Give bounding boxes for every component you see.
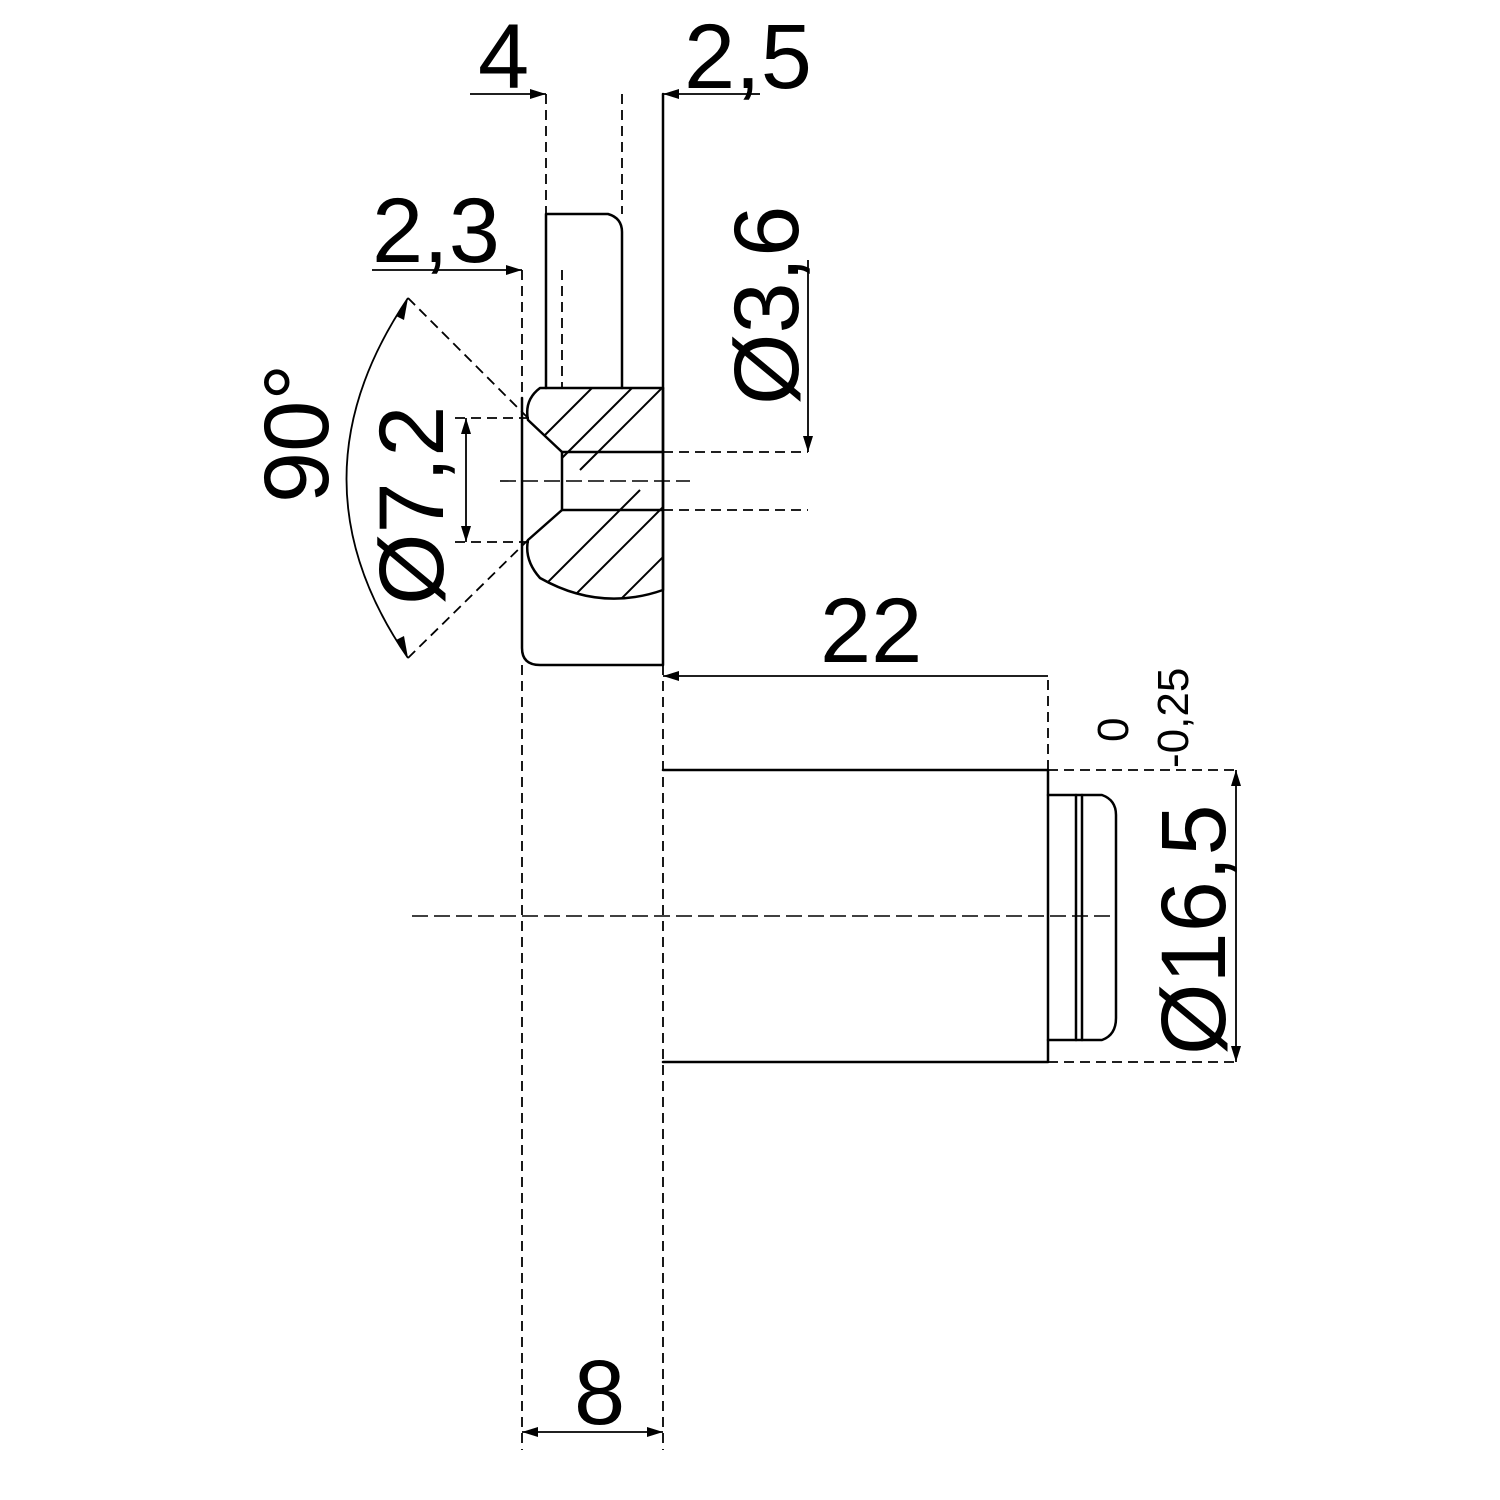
dim-shaft-dia-label: Ø16,5 <box>1143 804 1245 1055</box>
dimension-labels: 4 2,5 2,3 Ø3,6 Ø7,2 90° 22 Ø16,5 0 -0,25… <box>246 6 1245 1444</box>
shaft-end-cap <box>1046 793 1118 1042</box>
dim-4-label: 4 <box>478 6 529 108</box>
flange-outline <box>520 386 665 667</box>
dim-countersink-dia-label: Ø7,2 <box>361 406 463 605</box>
bore-outline <box>560 450 665 512</box>
countersink-section <box>526 386 665 600</box>
dim-bore-label: Ø3,6 <box>716 206 818 405</box>
dim-2-5-label: 2,5 <box>684 6 812 108</box>
dim-shaft-tol-upper: 0 <box>1089 718 1138 742</box>
dimension-lines <box>345 89 1241 1437</box>
section-outline <box>526 386 665 600</box>
centre-lines <box>412 480 1115 917</box>
part-outline <box>520 92 1118 1064</box>
dim-shaft-tol-lower: -0,25 <box>1149 668 1198 768</box>
angle-arc <box>345 297 409 659</box>
dim-22-label: 22 <box>820 580 922 682</box>
top-step-profile <box>544 212 624 390</box>
hidden-lines <box>407 94 1240 1450</box>
hatching <box>529 388 663 599</box>
dim-2-3-label: 2,3 <box>372 180 500 282</box>
dim-angle-label: 90° <box>246 364 348 503</box>
shaft-outline <box>661 768 1050 1064</box>
dim-8-label: 8 <box>574 1342 625 1444</box>
